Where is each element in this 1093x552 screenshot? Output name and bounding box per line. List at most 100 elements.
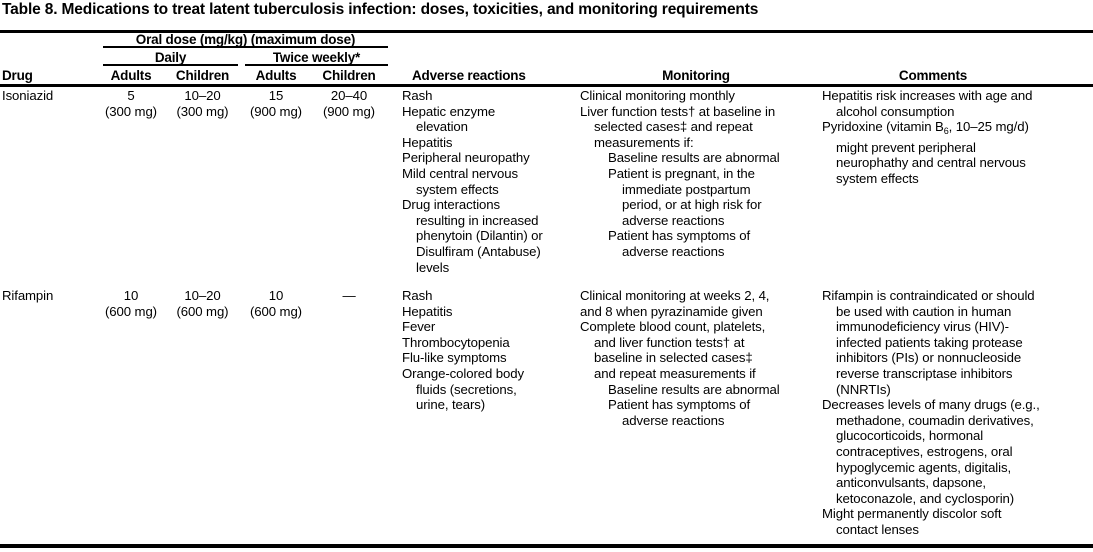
cell-line: elevation [416, 119, 468, 135]
cell-line: contact lenses [836, 521, 919, 537]
column-header-twice-adults: Adults [255, 68, 297, 83]
cell-line: Hepatitis [402, 134, 453, 150]
cell-line: immunodeficiency virus (HIV)- [836, 319, 1009, 335]
cell-line: levels [416, 259, 450, 275]
cell-line: (600 mg) [250, 303, 302, 319]
cell-line: be used with caution in human [836, 303, 1012, 319]
cell-line: Rash [402, 88, 433, 103]
rule-daily-span [103, 64, 238, 66]
cell-line: (900 mg) [323, 103, 375, 119]
cell-line: Rifampin is contraindicated or should [822, 288, 1035, 303]
cell-line: fluids (secretions, [416, 381, 517, 397]
cell-line: Rash [402, 288, 433, 303]
column-header-daily-children: Children [175, 68, 230, 83]
cell-line: Flu-like symptoms [402, 350, 507, 366]
cell-line: urine, tears) [416, 397, 486, 413]
drug-name-cell: Isoniazid [2, 88, 54, 103]
rule-top-border [0, 30, 1093, 33]
cell-line: Fever [402, 319, 436, 335]
cell-line: system effects [836, 170, 919, 186]
cell-line: Pyridoxine (vitamin B6, 10–25 mg/d) [822, 119, 1029, 137]
cell-line: (300 mg) [105, 103, 157, 119]
cell-line: Baseline results are abnormal [608, 150, 780, 166]
rule-oral-dose-span [103, 46, 388, 48]
cell-line: Clinical monitoring at weeks 2, 4, [580, 288, 770, 303]
cell-line: alcohol consumption [836, 103, 955, 119]
cell-line: adverse reactions [622, 212, 725, 228]
cell-line: and repeat measurements if [594, 365, 756, 381]
cell-line: period, or at high risk for [622, 197, 762, 213]
cell-line: 20–40 [330, 88, 368, 103]
cell-line: (900 mg) [250, 103, 302, 119]
cell-line: immediate postpartum [622, 181, 751, 197]
cell-line: (600 mg) [176, 303, 229, 319]
dose-twice-adults-cell: 15(900 mg) [245, 88, 307, 119]
cell-line: measurements if: [594, 134, 694, 150]
cell-line: Might permanently discolor soft [822, 506, 1002, 522]
dose-daily-adults-cell: 10(600 mg) [100, 288, 162, 319]
cell-line: adverse reactions [622, 412, 725, 428]
cell-line: resulting in increased [416, 212, 539, 228]
cell-line: glucocorticoids, hormonal [836, 428, 984, 444]
column-header-twice-weekly: Twice weekly* [272, 50, 361, 65]
cell-line: Clinical monitoring monthly [580, 88, 735, 103]
drug-name-cell: Rifampin [2, 288, 54, 303]
cell-line: Drug interactions [402, 197, 500, 213]
cell-line: (NNRTIs) [836, 381, 891, 397]
cell-line: 10 [123, 288, 139, 303]
cell-line: Hepatic enzyme [402, 103, 496, 119]
cell-line: and 8 when pyrazinamide given [580, 303, 763, 319]
cell-line: 5 [127, 88, 135, 103]
cell-line: (600 mg) [105, 303, 157, 319]
cell-line: system effects [416, 181, 499, 197]
cell-line: might prevent peripheral [836, 139, 976, 155]
dose-twice-children-cell: 20–40(900 mg) [310, 88, 388, 119]
cell-line: and liver function tests† at [594, 334, 745, 350]
cell-line: Baseline results are abnormal [608, 381, 780, 397]
cell-line: adverse reactions [622, 243, 725, 259]
cell-line: (300 mg) [176, 103, 229, 119]
cell-line: 15 [268, 88, 284, 103]
column-header-daily: Daily [154, 50, 187, 65]
cell-line: methadone, coumadin derivatives, [836, 412, 1034, 428]
cell-line: baseline in selected cases‡ [594, 350, 753, 366]
rule-bottom-border [0, 544, 1093, 548]
cell-line: Patient is pregnant, in the [608, 165, 755, 181]
column-header-twice-children: Children [322, 68, 376, 83]
dose-twice-children-cell: — [310, 288, 388, 304]
cell-line: Liver function tests† at baseline in [580, 103, 776, 119]
cell-line: — [342, 288, 356, 303]
cell-line: 10–20 [184, 288, 221, 303]
column-header-monitoring: Monitoring [662, 68, 730, 83]
cell-line: infected patients taking protease [836, 334, 1023, 350]
cell-line: Hepatitis risk increases with age and [822, 88, 1033, 103]
cell-line: neurophathy and central nervous [836, 155, 1026, 171]
cell-line: phenytoin (Dilantin) or [416, 228, 543, 244]
cell-line: Decreases levels of many drugs (e.g., [822, 397, 1040, 413]
dose-twice-adults-cell: 10(600 mg) [245, 288, 307, 319]
cell-line: Disulfiram (Antabuse) [416, 243, 541, 259]
cell-line: hypoglycemic agents, digitalis, [836, 459, 1012, 475]
dose-daily-adults-cell: 5(300 mg) [100, 88, 162, 119]
cell-line: contraceptives, estrogens, oral [836, 443, 1013, 459]
column-header-oral-dose: Oral dose (mg/kg) (maximum dose) [135, 32, 356, 47]
cell-line: inhibitors (PIs) or nonnucleoside [836, 350, 1022, 366]
cell-line: Orange-colored body [402, 365, 524, 381]
dose-daily-children-cell: 10–20(300 mg) [165, 88, 240, 119]
cell-line: Patient has symptoms of [608, 397, 751, 413]
cell-line: anticonvulsants, dapsone, [836, 475, 986, 491]
column-header-daily-adults: Adults [110, 68, 152, 83]
cell-line: Peripheral neuropathy [402, 150, 530, 166]
column-header-comments: Comments [898, 68, 968, 83]
cell-line: selected cases‡ and repeat [594, 119, 753, 135]
cell-line: Mild central nervous [402, 165, 519, 181]
cell-line: Patient has symptoms of [608, 228, 751, 244]
rule-header-border [0, 84, 1093, 87]
cell-line: reverse transcriptase inhibitors [836, 365, 1013, 381]
